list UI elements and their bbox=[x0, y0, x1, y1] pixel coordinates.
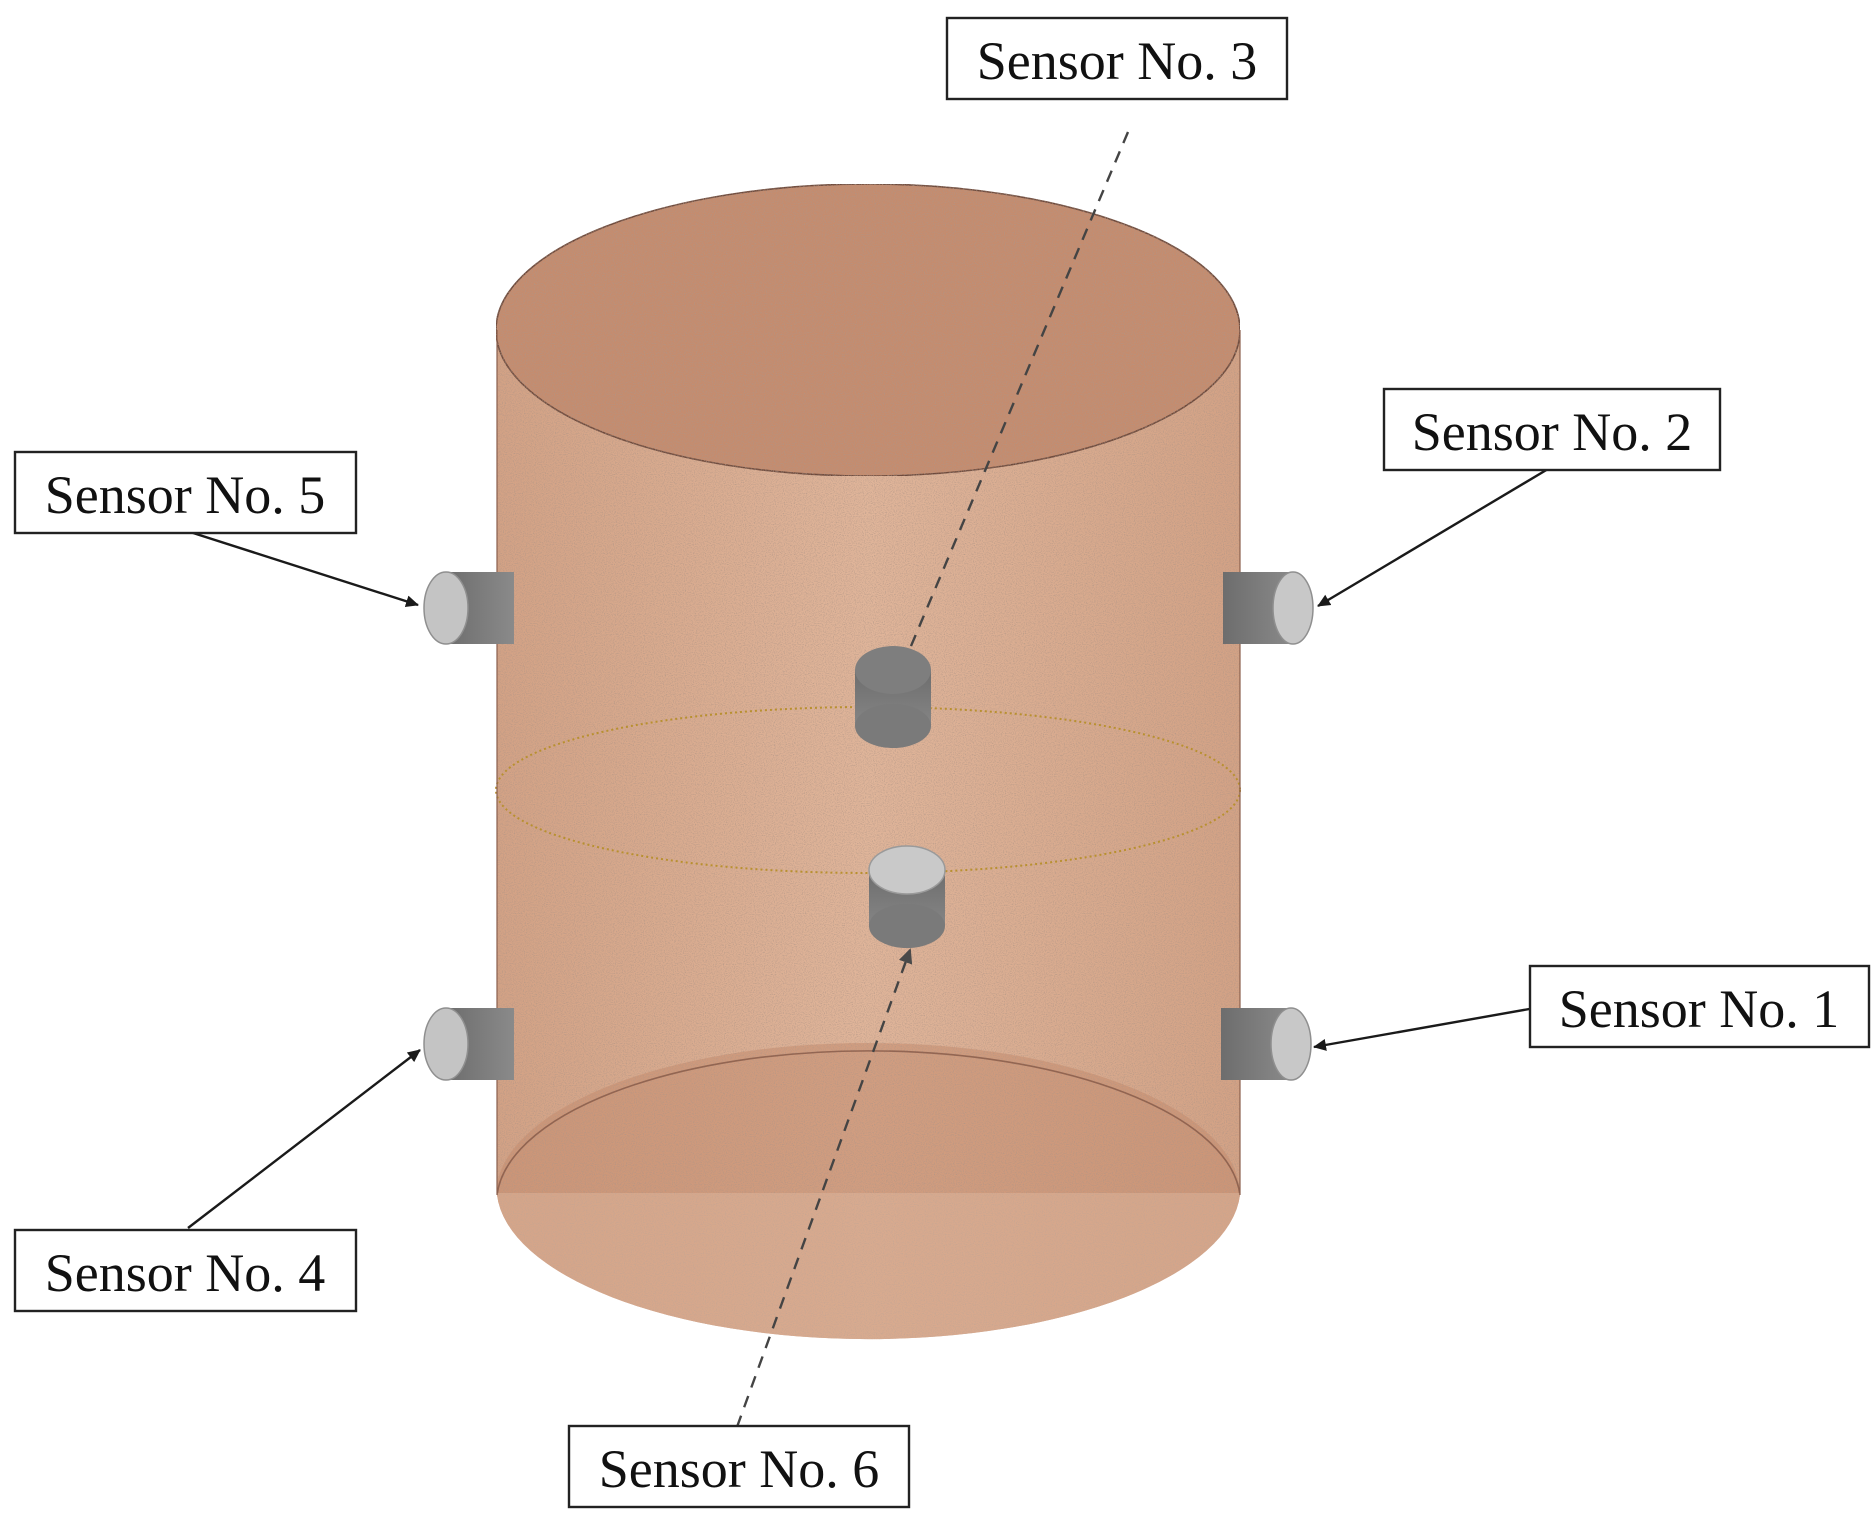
sensor-2-label: Sensor No. 2 bbox=[1412, 402, 1693, 462]
soil-cylinder bbox=[495, 183, 1241, 1340]
sensor-axis-dashed-line-lower bbox=[735, 948, 913, 1428]
sensor-probe-4 bbox=[423, 1007, 514, 1081]
leader-sensor-5 bbox=[189, 530, 419, 608]
cylinder-bottom-face bbox=[497, 1043, 1240, 1340]
leader-sensor-1 bbox=[1313, 1003, 1553, 1051]
label-sensor-3: Sensor No. 3 bbox=[945, 16, 1289, 101]
label-sensor-5: Sensor No. 5 bbox=[13, 450, 358, 535]
cylinder-top-face bbox=[495, 183, 1241, 477]
sensor-1-label: Sensor No. 1 bbox=[1559, 979, 1840, 1039]
leader-sensor-4 bbox=[187, 1049, 421, 1229]
sensor-4-label: Sensor No. 4 bbox=[45, 1243, 326, 1303]
sensor-probe-6 bbox=[868, 845, 946, 948]
sensor-probe-3 bbox=[855, 646, 931, 748]
sensor-6-label: Sensor No. 6 bbox=[599, 1439, 880, 1499]
sensor-probe-2 bbox=[1223, 571, 1314, 645]
label-sensor-6: Sensor No. 6 bbox=[567, 1424, 911, 1509]
sensor-5-label: Sensor No. 5 bbox=[45, 465, 326, 525]
leader-sensor-2 bbox=[1317, 467, 1549, 608]
label-sensor-2: Sensor No. 2 bbox=[1382, 387, 1722, 472]
sensor-probe-5 bbox=[423, 571, 514, 645]
label-sensor-4: Sensor No. 4 bbox=[13, 1228, 358, 1313]
sensor-3-label: Sensor No. 3 bbox=[977, 31, 1258, 91]
label-sensor-1: Sensor No. 1 bbox=[1528, 964, 1871, 1049]
sensor-probe-1 bbox=[1221, 1007, 1312, 1081]
